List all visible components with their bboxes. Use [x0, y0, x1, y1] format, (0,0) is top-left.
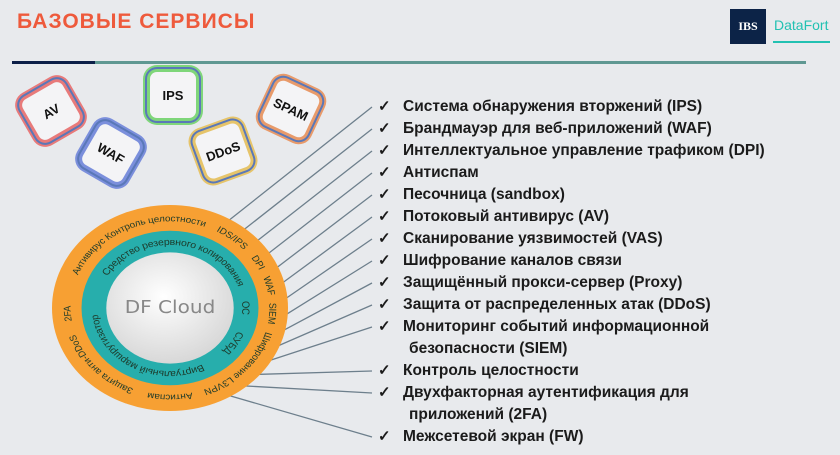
- connector-line: [274, 304, 373, 348]
- check-icon: ✓: [378, 164, 391, 181]
- connector-line: [280, 282, 373, 333]
- service-text: Потоковый антивирус (AV): [403, 208, 609, 225]
- check-icon: ✓: [378, 252, 391, 269]
- title-divider-accent: [12, 61, 95, 64]
- check-icon: ✓: [378, 186, 391, 203]
- check-icon: ✓: [378, 384, 391, 401]
- check-icon: ✓: [378, 296, 391, 313]
- connector-line: [256, 370, 373, 376]
- service-text: Антиспам: [403, 164, 479, 181]
- inner_ring-label: OC: [239, 301, 251, 315]
- connector-line: [242, 128, 373, 231]
- outer_ring-label-text: WAF: [261, 275, 278, 296]
- service-text: Мониторинг событий информационной: [403, 318, 710, 335]
- service-item: ✓ Брандмауэр для веб-приложений (WAF): [378, 118, 765, 140]
- check-icon: ✓: [378, 428, 391, 445]
- logo-underline: [773, 41, 830, 43]
- connector-line: [266, 172, 373, 256]
- service-text: Интеллектуальное управление трафиком (DP…: [403, 142, 765, 159]
- service-text: приложений (2FA): [409, 406, 548, 423]
- connector-line: [243, 385, 373, 394]
- connector-line: [283, 260, 373, 317]
- service-item: ✓ Сканирование уязвимостей (VAS): [378, 228, 765, 250]
- ibs-logo: IBS: [730, 9, 766, 44]
- service-text: Сканирование уязвимостей (VAS): [403, 230, 663, 247]
- service-text: Двухфакторная аутентификация для: [403, 384, 689, 401]
- service-text: Шифрование каналов связи: [403, 252, 622, 269]
- outer_ring-label: SIEM: [265, 303, 278, 325]
- inner_ring-label-text: OC: [239, 301, 251, 315]
- service-text: Защищённый прокси-сервер (Proxy): [403, 274, 683, 291]
- chip-ips: IPS: [150, 72, 196, 118]
- service-item: ✓ Потоковый антивирус (AV): [378, 206, 765, 228]
- service-item: ✓ Защищённый прокси-сервер (Proxy): [378, 272, 765, 294]
- check-icon: ✓: [378, 274, 391, 291]
- connector-line: [283, 238, 373, 301]
- service-item: ✓ Контроль целостности: [378, 360, 765, 382]
- outer_ring-label: Антиспам: [146, 390, 194, 402]
- check-icon: ✓: [378, 98, 391, 115]
- service-item: ✓ Песочница (sandbox): [378, 184, 765, 206]
- outer_ring-label: 2FA: [62, 305, 75, 322]
- services-list: ✓ Система обнаружения вторжений (IPS) ✓ Бра…: [378, 96, 765, 448]
- check-icon: ✓: [378, 208, 391, 225]
- cloud-core: [106, 252, 234, 364]
- page-title: БАЗОВЫЕ СЕРВИСЫ: [17, 10, 256, 33]
- center-label: DF Cloud: [125, 298, 216, 318]
- outer_ring-label-text: SIEM: [265, 303, 278, 325]
- service-item: ✓ Шифрование каналов связи: [378, 250, 765, 272]
- service-text: Песочница (sandbox): [403, 186, 565, 203]
- service-item: ✓ Межсетевой экран (FW): [378, 426, 765, 448]
- service-item: ✓ Двухфакторная аутентификация для приложе…: [378, 382, 765, 426]
- service-text: Защита от распределенных атак (DDoS): [403, 296, 711, 313]
- outer_ring-label-text: Антиспам: [146, 390, 194, 402]
- outer_ring-label-text: 2FA: [62, 305, 75, 322]
- service-item: ✓ Система обнаружения вторжений (IPS): [378, 96, 765, 118]
- service-text: безопасности (SIEM): [409, 340, 568, 357]
- check-icon: ✓: [378, 318, 391, 335]
- check-icon: ✓: [378, 142, 391, 159]
- service-item: ✓ Мониторинг событий информационной безопа…: [378, 316, 765, 360]
- datafort-logo: DataFort: [774, 17, 829, 33]
- connector-line: [228, 394, 373, 438]
- service-text: Система обнаружения вторжений (IPS): [403, 98, 703, 115]
- connector-line: [274, 194, 373, 270]
- service-text: Межсетевой экран (FW): [403, 428, 584, 445]
- service-text: Контроль целостности: [403, 362, 579, 379]
- title-divider: [95, 61, 806, 64]
- service-item: ✓ Антиспам: [378, 162, 765, 184]
- check-icon: ✓: [378, 120, 391, 137]
- connector-line: [280, 216, 373, 285]
- service-item: ✓ Защита от распределенных атак (DDoS): [378, 294, 765, 316]
- connector-line: [228, 106, 373, 222]
- outer_ring-label: WAF: [261, 275, 278, 296]
- connector-line: [266, 326, 373, 363]
- connector-line: [255, 150, 373, 243]
- service-text: Брандмауэр для веб-приложений (WAF): [403, 120, 712, 137]
- service-item: ✓ Интеллектуальное управление трафиком (D…: [378, 140, 765, 162]
- check-icon: ✓: [378, 230, 391, 247]
- check-icon: ✓: [378, 362, 391, 379]
